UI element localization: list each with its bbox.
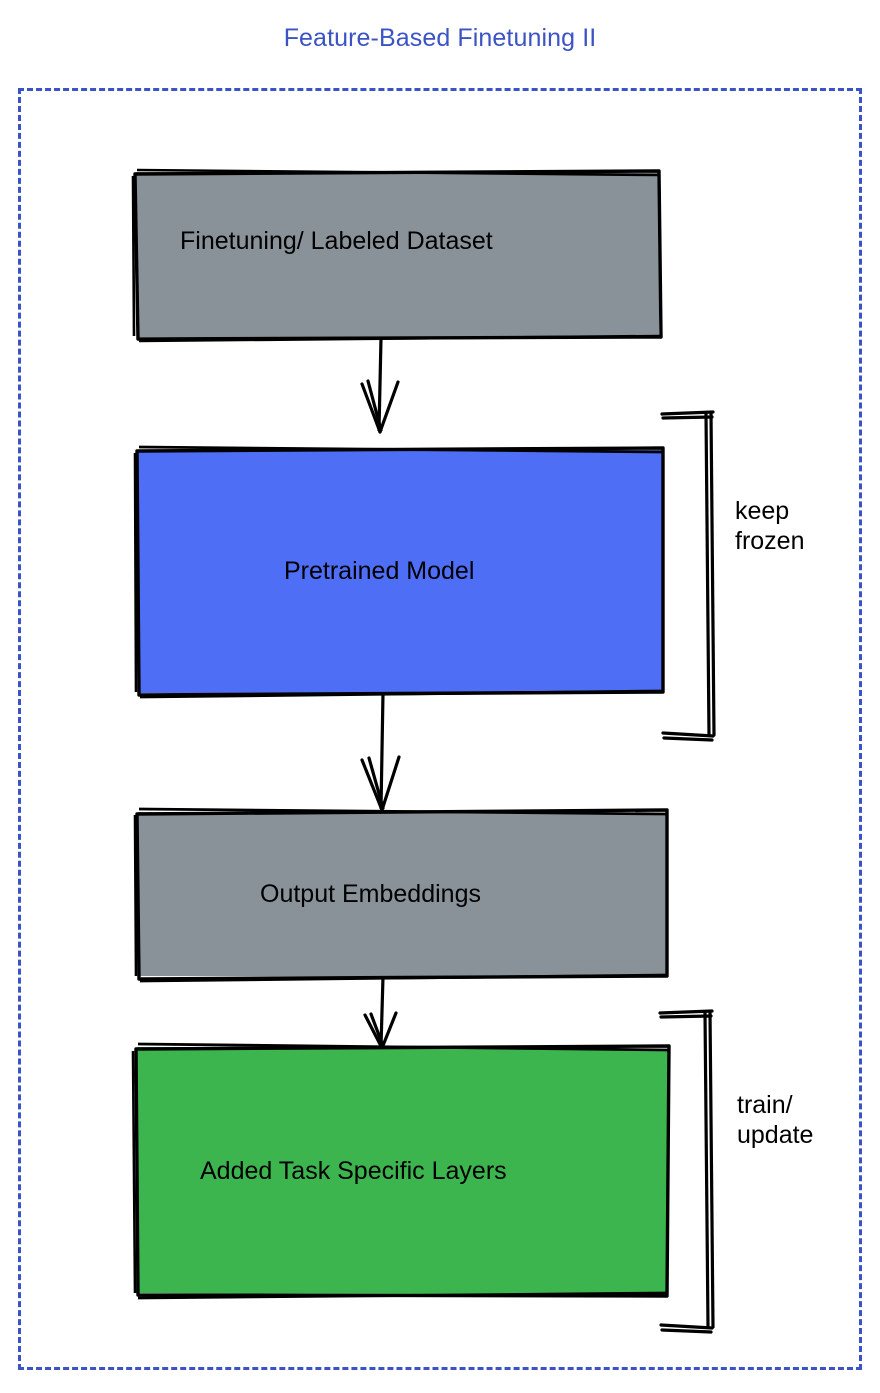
node-pretrained-model[interactable]: Pretrained Model xyxy=(133,445,665,699)
annotation-train-update: train/ update xyxy=(737,1091,814,1149)
dashed-group-container xyxy=(18,88,862,1370)
node-output-embeddings[interactable]: Output Embeddings xyxy=(133,807,669,983)
node-dataset-sketch xyxy=(131,168,663,343)
node-output-embeddings-label: Output Embeddings xyxy=(260,880,481,909)
node-dataset-label: Finetuning/ Labeled Dataset xyxy=(180,226,493,255)
node-pretrained-model-label: Pretrained Model xyxy=(284,557,475,586)
node-task-specific-layers-label: Added Task Specific Layers xyxy=(200,1157,507,1186)
node-dataset[interactable]: Finetuning/ Labeled Dataset xyxy=(131,168,663,343)
node-task-specific-layers[interactable]: Added Task Specific Layers xyxy=(131,1042,671,1300)
page-title: Feature-Based Finetuning II xyxy=(283,24,597,52)
annotation-keep-frozen: keep frozen xyxy=(735,497,805,555)
